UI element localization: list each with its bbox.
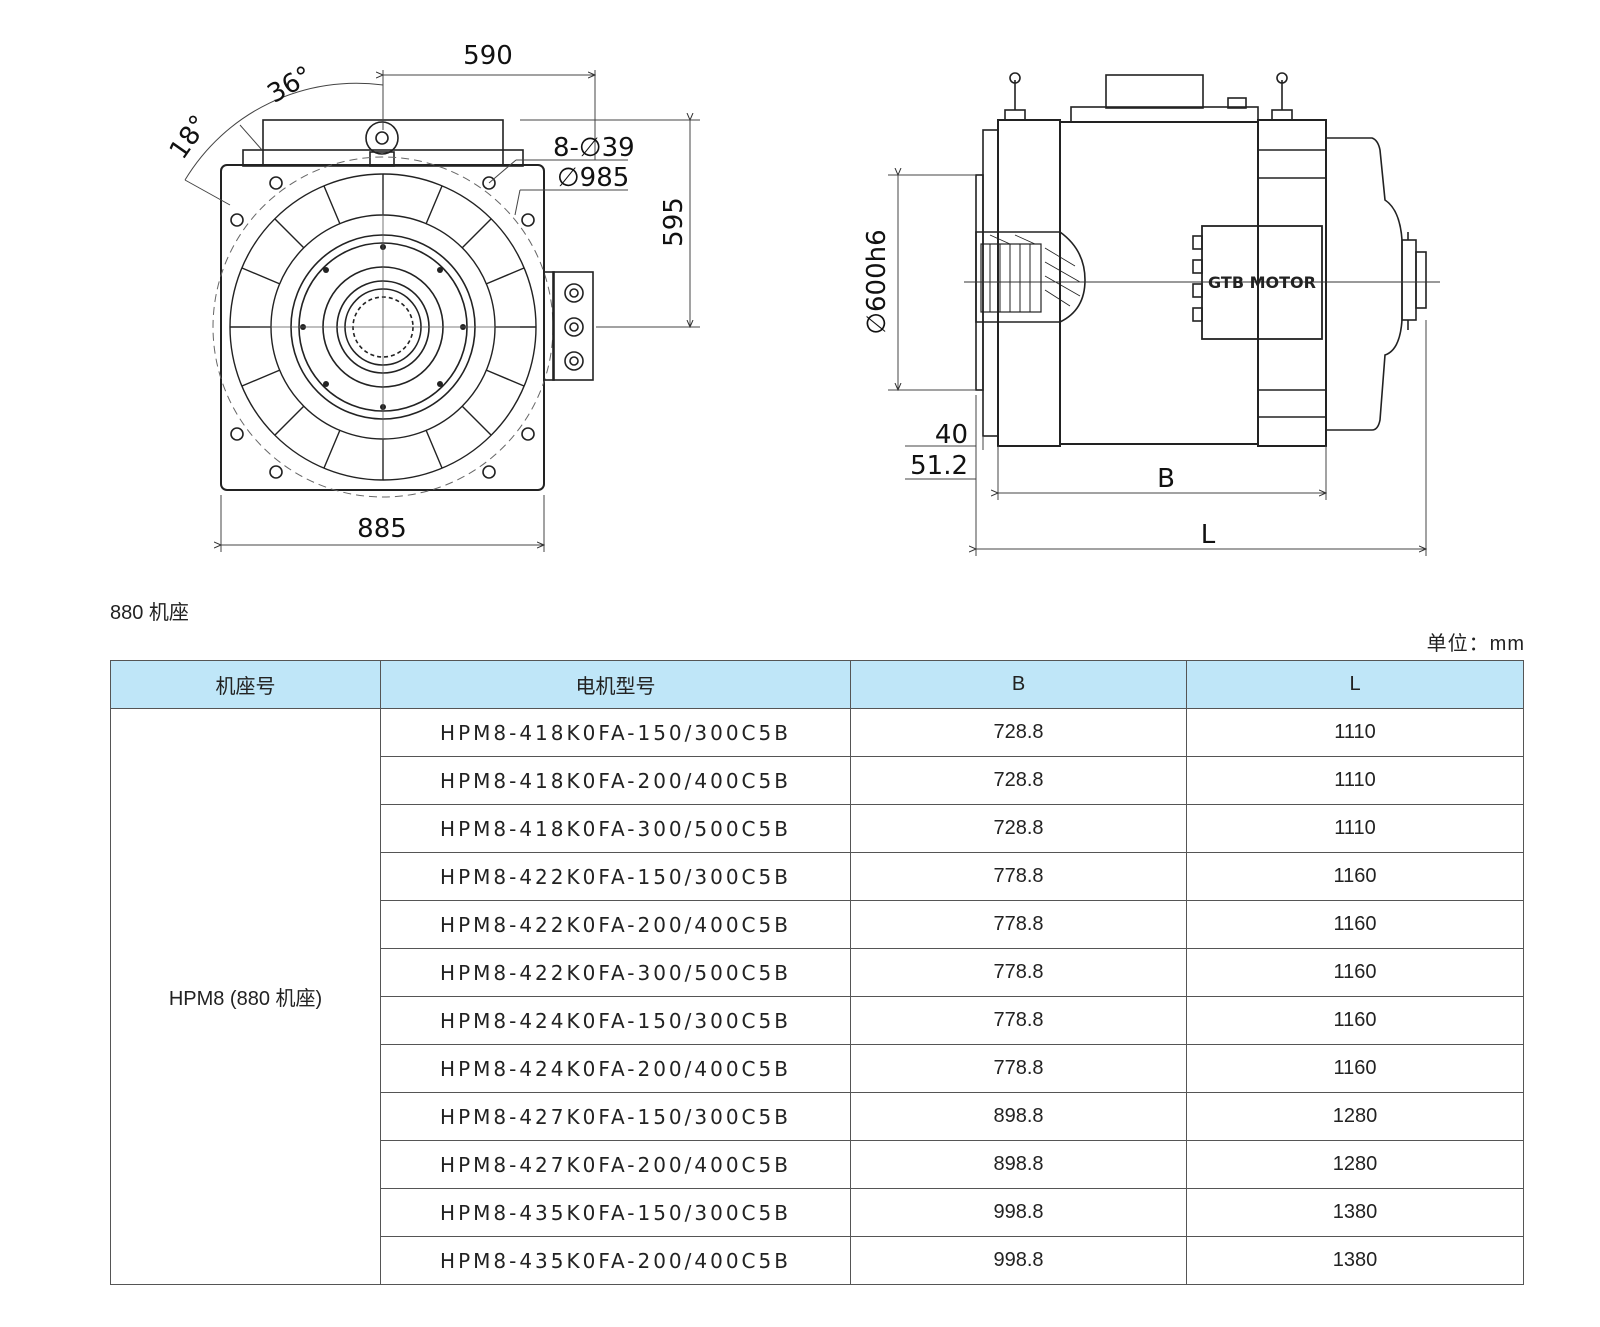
side-view-labels: ∅600h6 40 51.2 B L bbox=[862, 229, 1216, 550]
dim-shaft-diameter: ∅600h6 bbox=[862, 229, 892, 334]
side-view-dimensions bbox=[888, 175, 1426, 556]
table-header-row: 机座号 电机型号 B L bbox=[110, 660, 1524, 709]
l-cell: 1160 bbox=[1186, 852, 1524, 901]
model-cell: HPM8-424K0FA-150/300C5B bbox=[380, 996, 851, 1045]
l-cell: 1160 bbox=[1186, 1044, 1524, 1093]
gtb-motor-logo: GTB MOTOR bbox=[1208, 273, 1316, 292]
b-cell: 898.8 bbox=[850, 1092, 1187, 1141]
dim-angle-18: 18° bbox=[164, 110, 215, 165]
b-cell: 728.8 bbox=[850, 804, 1187, 853]
dim-circle: ∅985 bbox=[557, 163, 629, 193]
l-cell: 1110 bbox=[1186, 804, 1524, 853]
model-cell: HPM8-418K0FA-200/400C5B bbox=[380, 756, 851, 805]
b-cell: 998.8 bbox=[850, 1188, 1187, 1237]
l-cell: 1380 bbox=[1186, 1188, 1524, 1237]
model-cell: HPM8-418K0FA-300/500C5B bbox=[380, 804, 851, 853]
b-cell: 778.8 bbox=[850, 900, 1187, 949]
dim-width-bottom: 885 bbox=[357, 514, 407, 544]
l-cell: 1110 bbox=[1186, 708, 1524, 757]
dim-height: 595 bbox=[659, 197, 689, 247]
front-view bbox=[212, 119, 594, 498]
model-cell: HPM8-422K0FA-300/500C5B bbox=[380, 948, 851, 997]
header-B: B bbox=[850, 660, 1187, 709]
side-view bbox=[964, 72, 1440, 447]
dim-40: 40 bbox=[935, 420, 968, 450]
technical-drawing: 590 36° 18° 8-∅39 ∅985 595 885 bbox=[0, 0, 1600, 580]
model-cell: HPM8-427K0FA-150/300C5B bbox=[380, 1092, 851, 1141]
l-cell: 1160 bbox=[1186, 900, 1524, 949]
header-L: L bbox=[1186, 660, 1524, 709]
dim-holes: 8-∅39 bbox=[553, 133, 635, 163]
b-cell: 998.8 bbox=[850, 1236, 1187, 1285]
dim-B: B bbox=[1157, 464, 1175, 494]
model-cell: HPM8-418K0FA-150/300C5B bbox=[380, 708, 851, 757]
dim-L: L bbox=[1201, 520, 1216, 550]
b-cell: 728.8 bbox=[850, 708, 1187, 757]
b-cell: 778.8 bbox=[850, 996, 1187, 1045]
l-cell: 1160 bbox=[1186, 996, 1524, 1045]
frame-caption: 880 机座 bbox=[110, 602, 189, 624]
dim-51-2: 51.2 bbox=[910, 451, 968, 481]
b-cell: 778.8 bbox=[850, 852, 1187, 901]
model-cell: HPM8-427K0FA-200/400C5B bbox=[380, 1140, 851, 1189]
model-cell: HPM8-422K0FA-200/400C5B bbox=[380, 900, 851, 949]
l-cell: 1280 bbox=[1186, 1140, 1524, 1189]
dim-width-top: 590 bbox=[463, 41, 513, 71]
l-cell: 1280 bbox=[1186, 1092, 1524, 1141]
b-cell: 728.8 bbox=[850, 756, 1187, 805]
unit-label: 单位：mm bbox=[1426, 633, 1525, 655]
model-cell: HPM8-422K0FA-150/300C5B bbox=[380, 852, 851, 901]
l-cell: 1110 bbox=[1186, 756, 1524, 805]
model-cell: HPM8-435K0FA-150/300C5B bbox=[380, 1188, 851, 1237]
front-view-dimensions bbox=[184, 70, 700, 552]
frame-cell: HPM8 (880 机座) bbox=[110, 708, 381, 1285]
l-cell: 1160 bbox=[1186, 948, 1524, 997]
header-model: 电机型号 bbox=[380, 660, 851, 709]
model-cell: HPM8-424K0FA-200/400C5B bbox=[380, 1044, 851, 1093]
model-cell: HPM8-435K0FA-200/400C5B bbox=[380, 1236, 851, 1285]
front-view-labels: 590 36° 18° 8-∅39 ∅985 595 885 bbox=[164, 41, 689, 544]
b-cell: 778.8 bbox=[850, 1044, 1187, 1093]
b-cell: 778.8 bbox=[850, 948, 1187, 997]
l-cell: 1380 bbox=[1186, 1236, 1524, 1285]
header-frame: 机座号 bbox=[110, 660, 381, 709]
specification-table: 机座号 电机型号 B L HPM8 (880 机座)HPM8-418K0FA-1… bbox=[110, 660, 1524, 1285]
motor-dimension-drawing: 590 36° 18° 8-∅39 ∅985 595 885 bbox=[164, 41, 1440, 556]
b-cell: 898.8 bbox=[850, 1140, 1187, 1189]
